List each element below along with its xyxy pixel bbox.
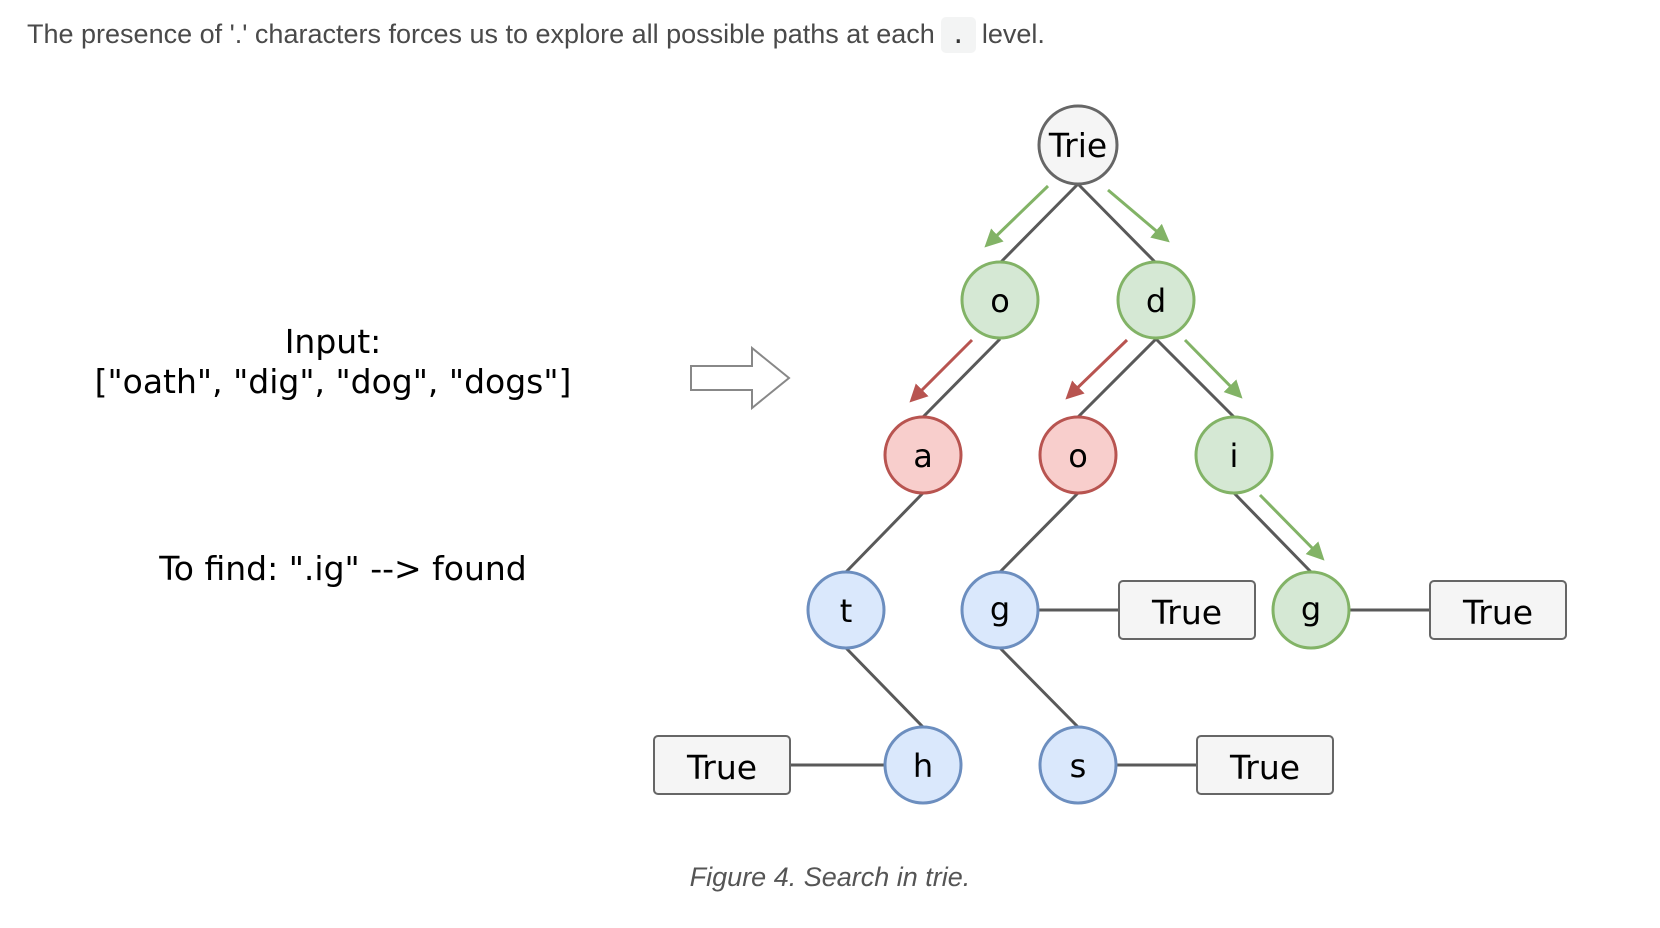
node-o1-label: o bbox=[990, 282, 1010, 320]
arrow-root-o1 bbox=[984, 184, 1050, 248]
node-g2-label: g bbox=[1301, 590, 1321, 628]
node-h: h bbox=[883, 725, 963, 805]
edge-o1-a bbox=[921, 337, 1002, 419]
node-g2: g bbox=[1271, 570, 1351, 650]
input-words: ["oath", "dig", "dog", "dogs"] bbox=[95, 362, 572, 401]
tree-edges bbox=[790, 182, 1430, 767]
true-box-g1-label: True bbox=[1151, 593, 1222, 632]
inline-code-dot: . bbox=[940, 17, 976, 53]
right-arrow-icon bbox=[690, 345, 791, 411]
node-d-label: d bbox=[1146, 282, 1166, 320]
intro-text-after: level. bbox=[981, 19, 1045, 49]
arrow-root-d bbox=[1107, 188, 1170, 243]
node-d: d bbox=[1116, 260, 1196, 340]
true-box-s: True bbox=[1196, 735, 1334, 795]
node-a: a bbox=[883, 415, 963, 495]
edge-o2-g1 bbox=[998, 491, 1080, 574]
edge-t-h bbox=[844, 646, 925, 729]
node-a-label: a bbox=[913, 437, 933, 475]
edge-d-o2 bbox=[1076, 337, 1158, 419]
node-root-label: Trie bbox=[1048, 126, 1107, 165]
edge-i-g2 bbox=[1232, 491, 1313, 574]
node-s-label: s bbox=[1070, 747, 1087, 785]
node-root: Trie bbox=[1037, 104, 1119, 186]
node-i-label: i bbox=[1230, 437, 1239, 475]
node-o1: o bbox=[960, 260, 1040, 340]
node-i: i bbox=[1194, 415, 1274, 495]
arrow-o1-a bbox=[909, 338, 974, 403]
intro-text-before: The presence of '.' characters forces us… bbox=[27, 19, 935, 49]
arrow-i-g2 bbox=[1258, 493, 1325, 561]
input-label: Input: bbox=[285, 322, 382, 361]
figure-caption: Figure 4. Search in trie. bbox=[689, 862, 971, 892]
node-h-label: h bbox=[913, 747, 933, 785]
true-box-g2: True bbox=[1429, 580, 1567, 640]
node-o2-label: o bbox=[1068, 437, 1088, 475]
true-box-s-label: True bbox=[1229, 748, 1300, 787]
node-t-label: t bbox=[840, 592, 853, 630]
node-o2: o bbox=[1038, 415, 1118, 495]
arrow-d-i bbox=[1183, 338, 1243, 399]
intro-text: The presence of '.' characters forces us… bbox=[27, 14, 1045, 54]
edge-root-d bbox=[1076, 182, 1158, 265]
search-arrows bbox=[909, 184, 1325, 561]
node-t: t bbox=[806, 570, 886, 650]
arrow-d-o2 bbox=[1065, 338, 1129, 400]
edge-root-o1 bbox=[998, 182, 1080, 265]
true-box-h: True bbox=[653, 735, 791, 795]
true-box-g1: True bbox=[1118, 580, 1256, 640]
node-g1-label: g bbox=[990, 590, 1010, 628]
true-box-h-label: True bbox=[686, 748, 757, 787]
true-box-g2-label: True bbox=[1462, 593, 1533, 632]
node-g1: g bbox=[960, 570, 1040, 650]
find-text: To find: ".ig" --> found bbox=[158, 549, 526, 588]
edge-a-t bbox=[844, 491, 925, 574]
edge-g1-s bbox=[998, 646, 1080, 729]
node-s: s bbox=[1038, 725, 1118, 805]
edge-d-i bbox=[1154, 337, 1236, 419]
